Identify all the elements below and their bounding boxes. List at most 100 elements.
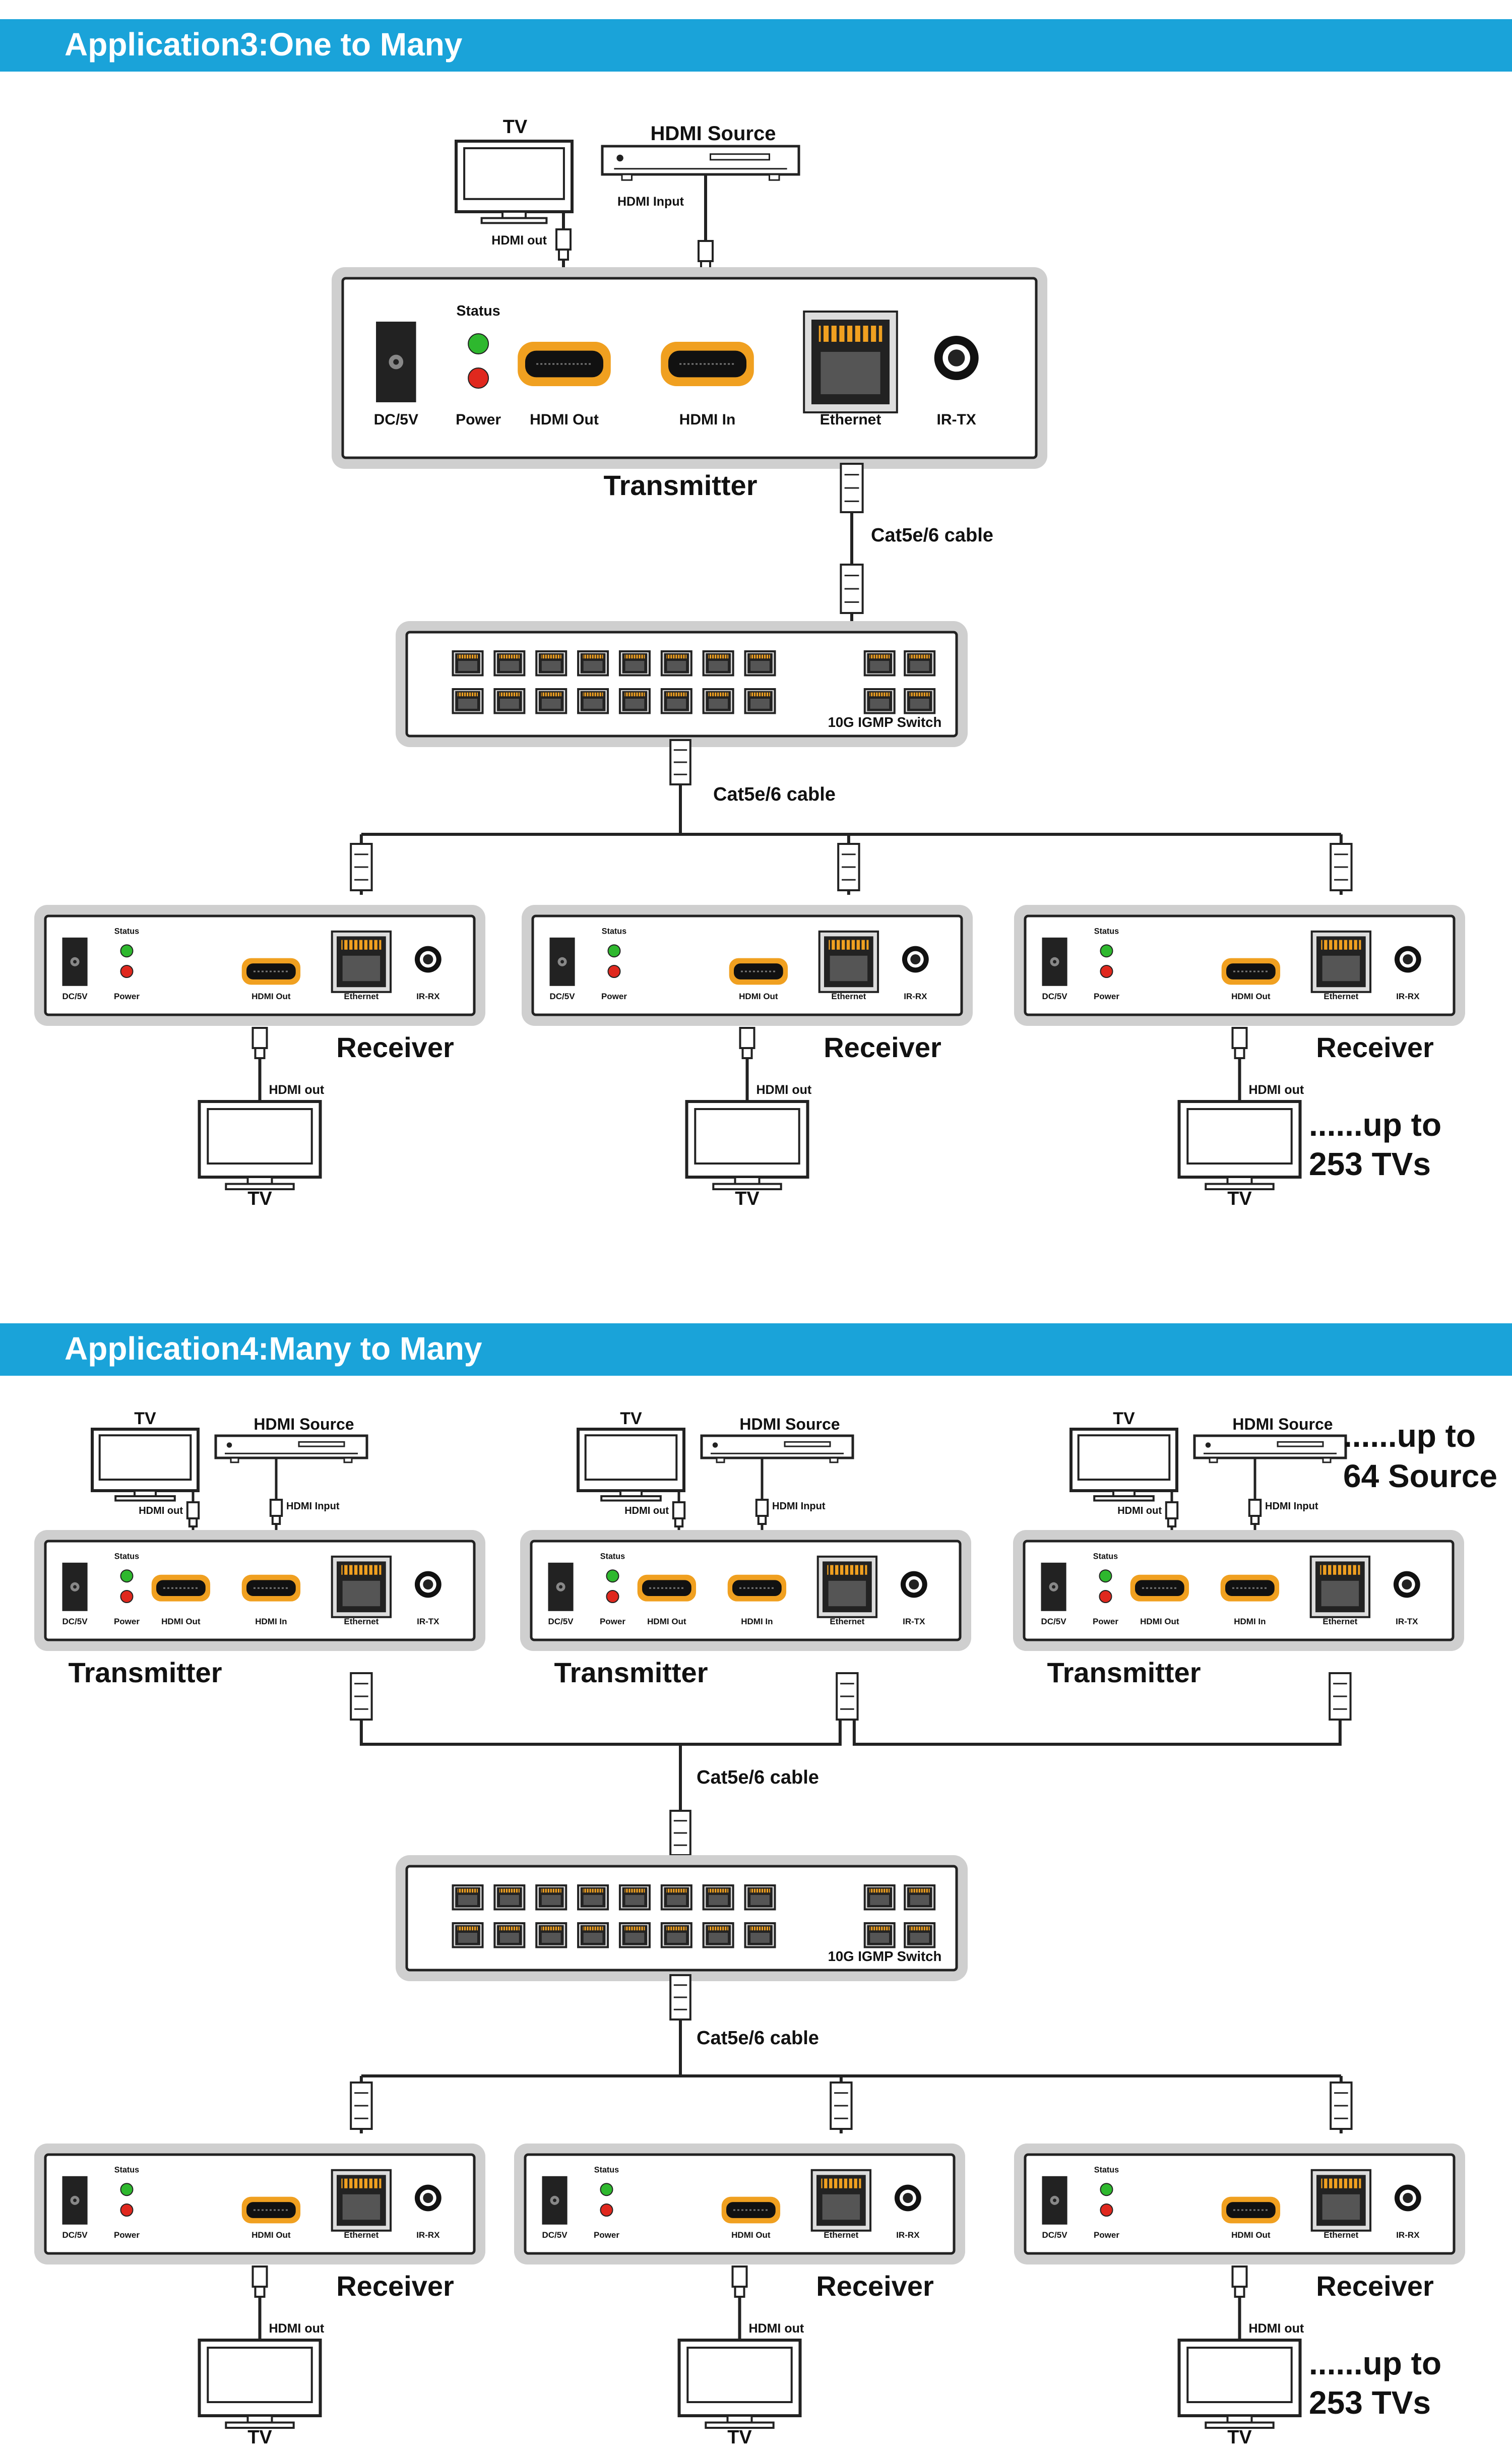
ir-label: IR-TX	[903, 1617, 925, 1626]
rj45-plug-icon	[669, 1974, 691, 2021]
hdmi-out-label: HDMI Out	[731, 2230, 771, 2240]
source-label: HDMI Source	[739, 1415, 840, 1433]
switch-sfp-port-icon	[863, 688, 896, 714]
power-led-icon	[120, 965, 134, 978]
switch-sfp-port-icon	[863, 1922, 896, 1948]
switch-port-icon	[660, 1922, 692, 1948]
dc-jack-icon	[1042, 937, 1067, 986]
hdmi-port-icon	[721, 2196, 781, 2224]
hdmi-port-icon	[1221, 2196, 1281, 2224]
hdmi-plug-icon	[1248, 1499, 1262, 1525]
power-led-icon	[1100, 965, 1113, 978]
status-label: Status	[114, 927, 139, 936]
hdmi-port-icon	[729, 958, 788, 985]
status-label: Status	[114, 1552, 139, 1561]
switch-port-icon	[618, 1922, 651, 1948]
ethernet-label: Ethernet	[344, 2230, 379, 2240]
ethernet-label: Ethernet	[1324, 2230, 1358, 2240]
switch-label: 10G IGMP Switch	[828, 714, 942, 730]
status-led-icon	[600, 2183, 613, 2196]
section-title: Application3:One to Many	[65, 26, 463, 63]
dc-label: DC/5V	[542, 2230, 568, 2240]
ir-jack-icon	[414, 1571, 442, 1598]
switch-port-icon	[618, 650, 651, 677]
switch-port-icon	[493, 1884, 526, 1911]
dc-jack-icon	[62, 1562, 88, 1611]
receiver-title: Receiver	[1316, 1031, 1434, 1063]
cable-label: Cat5e/6 cable	[697, 1767, 819, 1788]
hdmi-plug-icon	[186, 1501, 200, 1527]
switch-port-icon	[702, 688, 734, 714]
receiver-title: Receiver	[824, 1031, 941, 1063]
status-led-icon	[1100, 944, 1113, 958]
hdmi-port-icon	[1221, 958, 1281, 985]
power-label: Power	[114, 992, 140, 1001]
switch-port-icon	[744, 1884, 776, 1911]
switch-port-icon	[577, 688, 609, 714]
status-led-icon	[1099, 1569, 1112, 1583]
power-label: Power	[600, 1617, 625, 1626]
hdmi-port-icon	[241, 958, 301, 985]
switch-port-icon	[744, 650, 776, 677]
hdmi-out-label: HDMI Out	[251, 992, 291, 1001]
tv-label: TV	[247, 1188, 272, 1209]
status-label: Status	[457, 303, 500, 319]
switch-port-icon	[577, 650, 609, 677]
dc-jack-icon	[1041, 1562, 1066, 1611]
transmitter-title: Transmitter	[604, 469, 758, 501]
switch-port-icon	[744, 1922, 776, 1948]
ethernet-port-icon	[1310, 2169, 1372, 2232]
ir-label: IR-RX	[1396, 2230, 1420, 2240]
more-tvs-label: ......up to	[1309, 1107, 1441, 1143]
hdmi-in-label: HDMI In	[741, 1617, 773, 1626]
hdmi-input-label: HDMI Input	[772, 1501, 826, 1512]
hdmi-input-label: HDMI Input	[286, 1501, 340, 1512]
hdmi-port-icon	[1220, 1574, 1280, 1602]
power-led-icon	[120, 2203, 134, 2217]
power-label: Power	[456, 411, 501, 428]
rj45-plug-icon	[350, 1672, 373, 1721]
hdmi-out-label: HDMI out	[1249, 1083, 1304, 1097]
switch-sfp-port-icon	[904, 1922, 936, 1948]
rj45-plug-icon	[350, 2081, 373, 2130]
tv-icon	[1069, 1428, 1178, 1502]
hdmi-out-label: HDMI out	[757, 1083, 812, 1097]
switch-sfp-port-icon	[863, 650, 896, 677]
hdmi-out-label: HDMI Out	[739, 992, 778, 1001]
dc-label: DC/5V	[374, 411, 418, 428]
power-label: Power	[1093, 1617, 1118, 1626]
ethernet-label: Ethernet	[824, 2230, 858, 2240]
ir-jack-icon	[900, 1571, 927, 1598]
rj45-plug-icon	[840, 463, 864, 513]
ir-jack-icon	[902, 946, 929, 973]
ir-label: IR-RX	[416, 992, 440, 1001]
power-led-icon	[607, 965, 621, 978]
rj45-plug-icon	[1330, 843, 1353, 891]
ir-jack-icon	[1393, 1571, 1420, 1598]
rj45-plug-icon	[836, 1672, 859, 1721]
switch-port-icon	[452, 650, 484, 677]
ir-jack-icon	[414, 946, 442, 973]
switch-port-icon	[618, 688, 651, 714]
status-led-icon	[606, 1569, 619, 1583]
rj45-plug-icon	[1330, 2081, 1353, 2130]
dc-label: DC/5V	[62, 992, 88, 1001]
distribution-wire	[361, 2019, 682, 2077]
hdmi-in-label: HDMI In	[255, 1617, 287, 1626]
hdmi-out-label: HDMI Out	[161, 1617, 201, 1626]
switch-port-icon	[660, 1884, 692, 1911]
dc-label: DC/5V	[62, 1617, 88, 1626]
dc-jack-icon	[548, 1562, 574, 1611]
tv-icon	[198, 2339, 322, 2429]
rj45-plug-icon	[669, 1810, 691, 1856]
switch-sfp-port-icon	[863, 1884, 896, 1911]
rj45-plug-icon	[1329, 1672, 1352, 1721]
status-label: Status	[1094, 927, 1119, 936]
hdmi-plug-icon	[1231, 1027, 1248, 1059]
